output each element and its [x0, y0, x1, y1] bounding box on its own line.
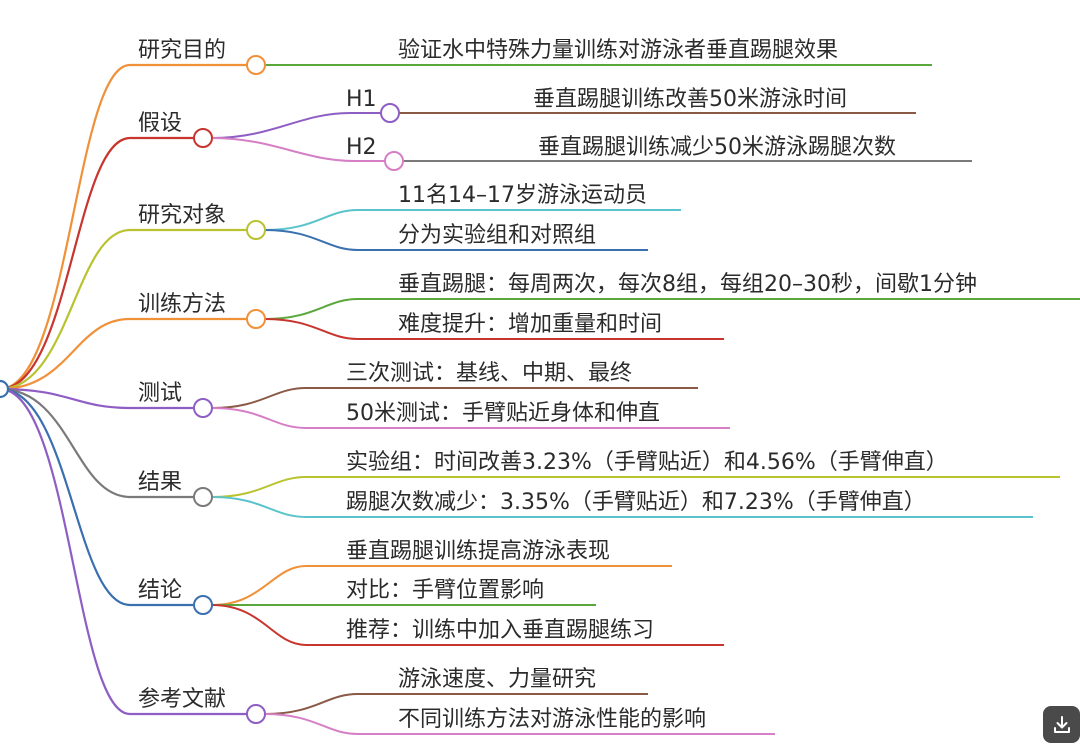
- branch-node-hypothesis[interactable]: [193, 128, 213, 148]
- branch-connector-references: [0, 387, 131, 716]
- leaf-connector: [211, 407, 730, 429]
- branch-connector-results: [0, 387, 131, 499]
- branch-node-conclusion[interactable]: [193, 595, 213, 615]
- branch-connector-purpose: [0, 63, 131, 391]
- branch-connector-methods: [0, 317, 131, 391]
- leaf-connector: [264, 318, 724, 340]
- tag-node-H1[interactable]: [380, 103, 400, 123]
- download-button[interactable]: [1043, 706, 1080, 743]
- leaf-text: 垂直踢腿训练提高游泳表现: [346, 539, 610, 564]
- branch-node-tests[interactable]: [193, 398, 213, 418]
- leaf-text: 垂直踢腿：每周两次，每次8组，每组20–30秒，间歇1分钟: [398, 272, 977, 297]
- branch-label-tests: 测试: [138, 381, 182, 406]
- leaf-text: 推荐：训练中加入垂直踢腿练习: [346, 618, 654, 643]
- tag-connector-H2: [211, 137, 385, 162]
- leaf-text: 游泳速度、力量研究: [398, 667, 596, 692]
- leaf-text: 垂直踢腿训练改善50米游泳时间: [533, 87, 847, 112]
- leaf-connector: [211, 604, 724, 646]
- tag-label-H1: H1: [346, 87, 377, 112]
- leaf-connector: [264, 298, 1080, 320]
- leaf-text: 分为实验组和对照组: [398, 223, 596, 248]
- branch-label-methods: 训练方法: [138, 292, 226, 317]
- branch-label-subjects: 研究对象: [138, 203, 226, 228]
- leaf-text: 验证水中特殊力量训练对游泳者垂直踢腿效果: [398, 38, 838, 63]
- leaf-connector: [211, 496, 1033, 518]
- leaf-text: 对比：手臂位置影响: [346, 578, 544, 603]
- branch-node-subjects[interactable]: [246, 220, 266, 240]
- leaf-text: 垂直踢腿训练减少50米游泳踢腿次数: [538, 135, 896, 160]
- leaf-connector: [211, 387, 698, 409]
- root-node[interactable]: [0, 379, 10, 399]
- leaf-text: 难度提升：增加重量和时间: [398, 312, 662, 337]
- branch-connector-tests: [0, 387, 131, 410]
- branch-node-references[interactable]: [246, 704, 266, 724]
- branch-label-conclusion: 结论: [138, 578, 182, 603]
- leaf-connector: [264, 693, 648, 715]
- leaf-text: 不同训练方法对游泳性能的影响: [398, 707, 706, 732]
- leaf-connector: [211, 476, 1060, 498]
- branch-node-purpose[interactable]: [246, 55, 266, 75]
- leaf-connector: [264, 229, 648, 251]
- branch-label-purpose: 研究目的: [138, 38, 226, 63]
- branch-connector-hypothesis: [0, 136, 131, 391]
- branch-label-hypothesis: 假设: [138, 111, 182, 136]
- leaf-connector: [264, 209, 681, 231]
- branch-label-references: 参考文献: [138, 687, 226, 712]
- branch-connector-conclusion: [0, 387, 131, 607]
- leaf-text: 11名14–17岁游泳运动员: [398, 183, 647, 208]
- leaf-connector: [211, 565, 672, 606]
- branch-connector-subjects: [0, 228, 131, 391]
- branch-label-results: 结果: [138, 470, 182, 495]
- leaf-text: 50米测试：手臂贴近身体和伸直: [346, 401, 660, 426]
- tag-connector-H1: [211, 112, 381, 139]
- download-icon: [1053, 715, 1070, 733]
- tag-label-H2: H2: [346, 135, 377, 160]
- branch-node-results[interactable]: [193, 487, 213, 507]
- leaf-text: 实验组：时间改善3.23%（手臂贴近）和4.56%（手臂伸直）: [346, 450, 948, 475]
- tag-node-H2[interactable]: [384, 151, 404, 171]
- branch-node-methods[interactable]: [246, 309, 266, 329]
- leaf-text: 三次测试：基线、中期、最终: [346, 361, 632, 386]
- leaf-connector: [264, 713, 775, 735]
- leaf-text: 踢腿次数减少：3.35%（手臂贴近）和7.23%（手臂伸直）: [346, 490, 926, 515]
